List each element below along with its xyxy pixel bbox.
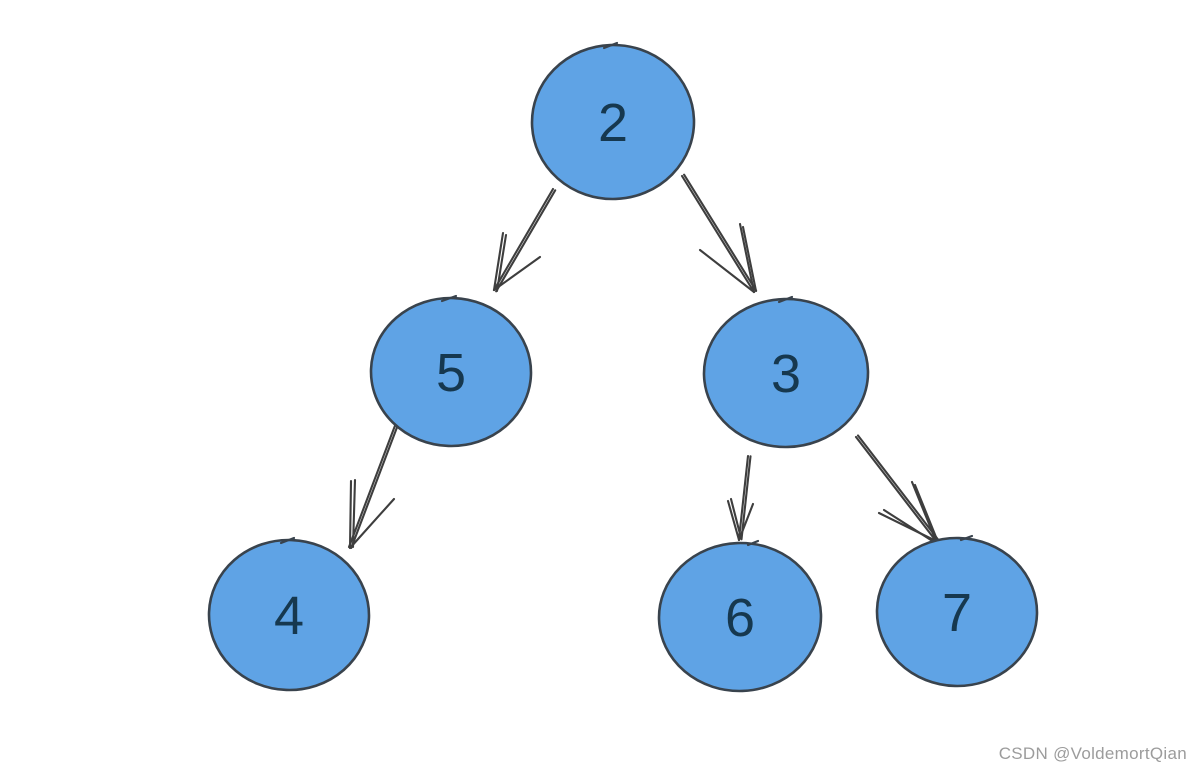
arrow-shaft-double [683, 173, 758, 292]
arrow-head-stroke [492, 255, 542, 292]
arrow-head-stroke [698, 248, 756, 294]
arrow-head-stroke-double [741, 225, 758, 293]
arrow-head-stroke-double [882, 508, 936, 544]
arrow-head-stroke [726, 499, 741, 542]
arrow-shaft [492, 187, 555, 292]
arrow-head-stroke-double [495, 233, 508, 293]
arrow-head-stroke [737, 502, 755, 542]
node-sketch-seam [440, 294, 458, 303]
node-label: 2 [598, 93, 628, 153]
edge-3-to-6 [726, 454, 755, 542]
arrow-shaft [854, 435, 938, 543]
node-sketch-seam [959, 534, 974, 542]
tree-node-4: 4 [207, 536, 371, 692]
tree-node-3: 3 [702, 295, 870, 449]
node-label: 5 [436, 343, 466, 403]
node-label: 3 [771, 344, 801, 404]
arrow-head-stroke-double [913, 483, 940, 544]
node-sketch-seam [279, 536, 296, 545]
arrow-shaft-double [495, 189, 557, 293]
node-circle [657, 541, 823, 693]
arrow-head-stroke-double [729, 497, 743, 540]
node-sketch-seam [602, 41, 619, 50]
tree-node-7: 7 [875, 534, 1039, 688]
node-circle [875, 536, 1039, 688]
node-label: 4 [274, 586, 304, 646]
arrow-head-stroke [348, 497, 396, 550]
arrow-head-stroke-double [351, 478, 357, 549]
node-sketch-seam [777, 295, 794, 304]
arrow-shaft [347, 421, 398, 549]
arrow-shaft [737, 454, 750, 541]
arrow-shaft-double [740, 455, 752, 541]
edge-2-to-3 [680, 173, 758, 294]
watermark: CSDN @VoldemortQian [998, 744, 1187, 763]
arrow-shaft-double [856, 434, 940, 541]
edge-3-to-7 [854, 434, 940, 544]
node-label: 7 [942, 583, 972, 643]
arrow-head-stroke [348, 479, 353, 550]
edge-2-to-5 [492, 187, 557, 293]
arrow-head-stroke [492, 231, 505, 292]
tree-node-2: 2 [530, 41, 696, 201]
node-sketch-seam [746, 539, 760, 547]
arrow-shaft [680, 174, 756, 294]
node-circle [369, 296, 533, 448]
arrow-head-stroke [910, 480, 938, 543]
node-label: 6 [725, 588, 755, 648]
arrow-head-stroke [738, 222, 756, 294]
edge-5-to-4 [347, 421, 400, 550]
arrow-shaft-double [350, 422, 400, 549]
tree-node-6: 6 [657, 539, 823, 693]
tree-node-5: 5 [369, 294, 533, 448]
